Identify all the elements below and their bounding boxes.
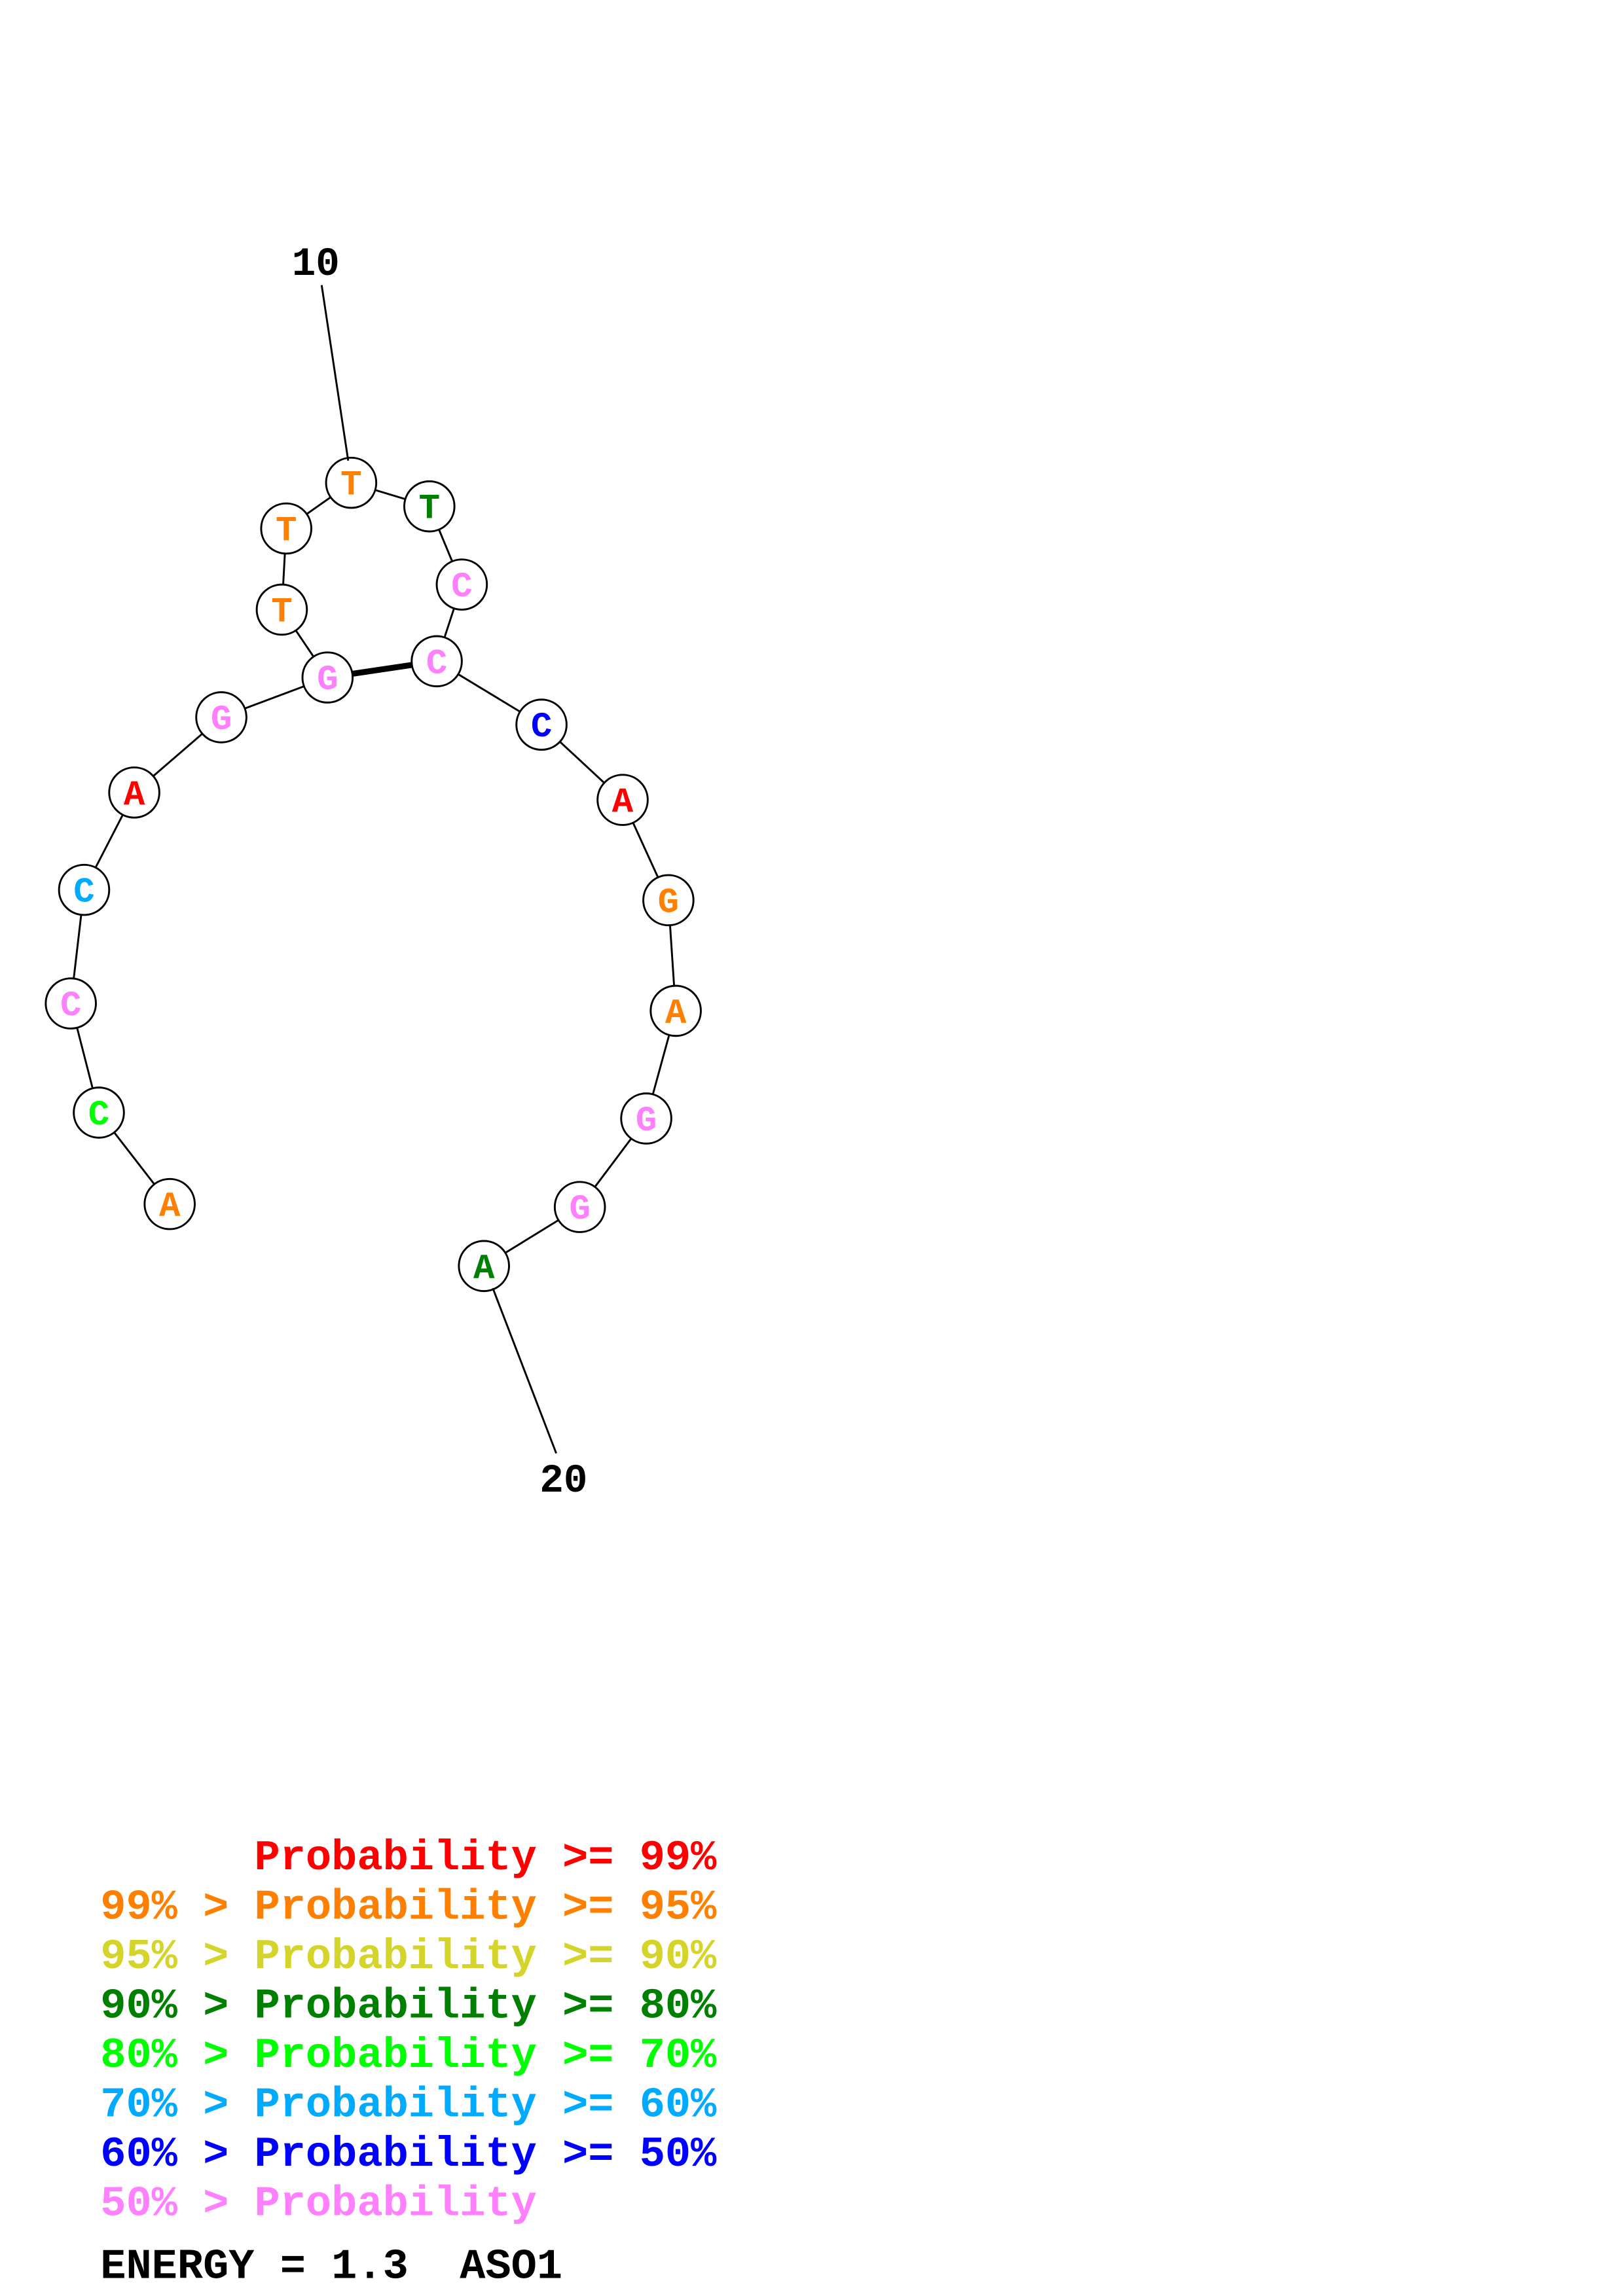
nucleotide-5: A — [108, 766, 160, 819]
nucleotide-letter: G — [636, 1102, 657, 1141]
nucleotide-19: G — [553, 1181, 606, 1233]
nucleotide-letter: G — [317, 660, 338, 700]
nucleotide-letter: C — [60, 986, 81, 1026]
legend-row: 50% > Probability — [100, 2180, 537, 2229]
nucleotide-letter: C — [426, 644, 447, 684]
nucleotide-circle — [410, 635, 463, 688]
nucleotide-letter: A — [665, 994, 687, 1033]
nucleotide-circle — [649, 984, 702, 1037]
nucleotide-letter: C — [451, 567, 472, 607]
nucleotide-letter: T — [276, 512, 297, 552]
nucleotide-18: G — [620, 1092, 672, 1145]
energy-footer: ENERGY = 1.3 ASO1 — [100, 2242, 562, 2291]
nucleotide-circle — [325, 456, 378, 509]
legend-row: 80% > Probability >= 70% — [100, 2032, 717, 2080]
nucleotide-circle — [403, 480, 456, 533]
nucleotide-circle — [620, 1092, 672, 1145]
nucleotide-letter: T — [419, 490, 440, 529]
nucleotide-11: T — [403, 480, 456, 533]
nucleotide-circle — [435, 558, 488, 611]
backbone-lines — [69, 482, 677, 1267]
nucleotide-circle — [255, 583, 308, 636]
nucleotide-letter: A — [159, 1187, 181, 1227]
nucleotide-letter: A — [612, 783, 634, 823]
legend-row: 90% > Probability >= 80% — [100, 1982, 717, 2031]
nucleotide-letter: G — [569, 1190, 590, 1230]
nucleotide-8: T — [255, 583, 308, 636]
nucleotide-4: C — [58, 863, 111, 916]
nucleotide-6: G — [195, 691, 247, 744]
position-label-tick — [320, 285, 350, 461]
nucleotide-20: A — [458, 1240, 510, 1293]
nucleotide-circle — [301, 651, 354, 704]
nucleotide-letter: A — [124, 776, 145, 816]
nucleotide-circle — [45, 977, 97, 1030]
nucleotide-letter: T — [340, 466, 361, 506]
nucleotide-9: T — [260, 502, 312, 555]
nucleotide-letter: A — [473, 1249, 495, 1289]
legend-row: 70% > Probability >= 60% — [100, 2081, 717, 2130]
nucleotide-circle — [58, 863, 111, 916]
nucleotide-12: C — [435, 558, 488, 611]
probability-legend: Probability >= 99%99% > Probability >= 9… — [100, 1834, 717, 2228]
nucleotide-circle — [108, 766, 160, 819]
nucleotide-circle — [642, 874, 695, 927]
nucleotide-10: T — [325, 456, 378, 509]
nucleotide-letter: G — [211, 700, 232, 740]
nucleotide-16: G — [642, 874, 695, 927]
nucleotide-circle — [515, 698, 568, 751]
legend-row: Probability >= 99% — [100, 1834, 717, 1882]
nucleotide-1: A — [143, 1177, 196, 1230]
position-labels: 10 20 — [292, 242, 588, 1504]
nucleotide-circle — [553, 1181, 606, 1233]
position-label: 10 — [292, 242, 340, 287]
legend-row: 60% > Probability >= 50% — [100, 2130, 717, 2179]
position-label: 20 — [539, 1459, 587, 1504]
nucleotide-7: G — [301, 651, 354, 704]
nucleotide-2: C — [73, 1086, 125, 1139]
nucleotide-letter: G — [658, 883, 679, 923]
nucleotide-letter: C — [88, 1096, 109, 1136]
nucleotide-13: C — [410, 635, 463, 688]
nucleotide-letter: T — [271, 592, 292, 632]
nucleotide-circle — [73, 1086, 125, 1139]
nucleotide-circle — [260, 502, 312, 555]
nucleotide-17: A — [649, 984, 702, 1037]
legend-row: 95% > Probability >= 90% — [100, 1933, 717, 1981]
nucleotide-circle — [195, 691, 247, 744]
legend-row: 99% > Probability >= 95% — [100, 1884, 717, 1932]
nucleotide-letter: C — [73, 873, 94, 913]
position-label-tick — [492, 1287, 557, 1454]
nucleotide-14: C — [515, 698, 568, 751]
nucleotide-circle — [596, 774, 649, 826]
nucleotide-3: C — [45, 977, 97, 1030]
nucleotide-circle — [143, 1177, 196, 1230]
nucleotide-circle — [458, 1240, 510, 1293]
nucleotide-15: A — [596, 774, 649, 826]
nucleotide-letter: C — [531, 708, 552, 747]
